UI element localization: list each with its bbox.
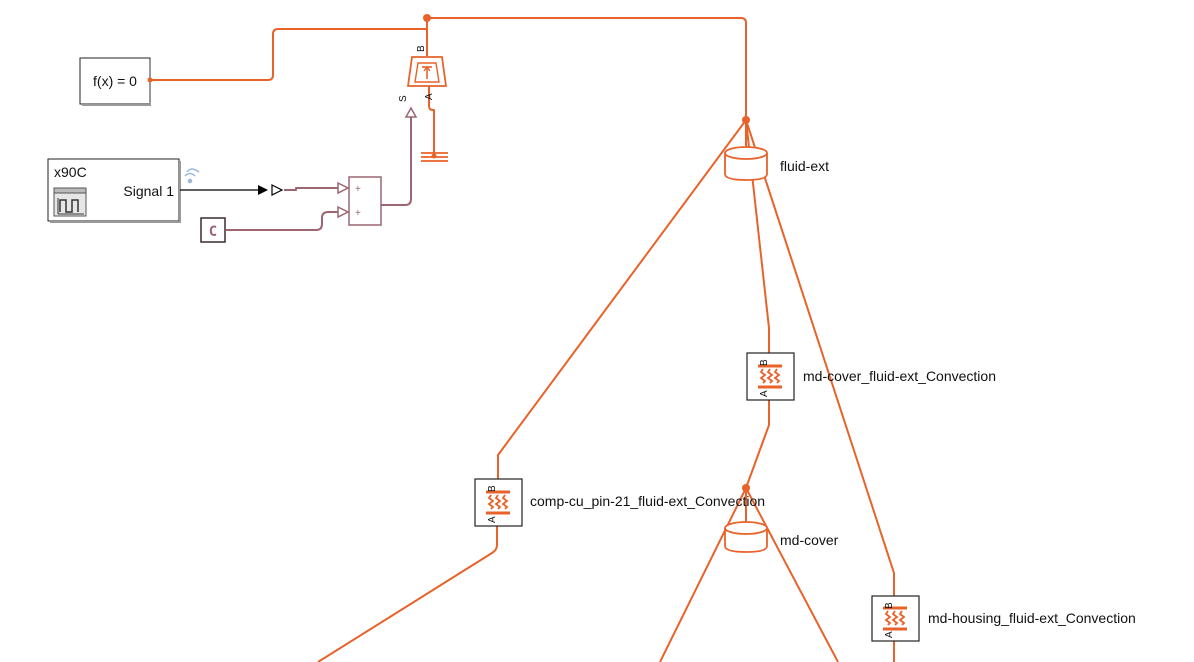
temperature-source-icon [422,65,432,79]
signal-line-builder-to-converter[interactable] [180,184,284,196]
ps-line-converter-to-sum[interactable] [284,187,338,191]
thermal-mass-fluid-ext[interactable]: fluid-ext [724,120,829,181]
conv-cover-label: md-cover_fluid-ext_Convection [803,368,996,384]
ps-add-block[interactable]: + + [348,176,382,226]
constant-label: C [209,224,217,240]
temp-source-inner [414,62,440,83]
ps-converter-port-icon [271,184,284,196]
conv-pin-label: comp-cu_pin-21_fluid-ext_Convection [530,493,765,509]
fluid-ext-label: fluid-ext [780,158,829,174]
wire-solver-to-bus[interactable] [150,28,427,81]
conv-cover-port-a: A [759,390,770,397]
ps-line-constant-to-sum[interactable] [226,211,338,231]
physical-signal-lines [226,117,412,231]
convection-icon [883,606,907,631]
sum-input2-arrow-icon [337,205,350,219]
thermal-connections [150,17,895,662]
conv-pin-port-a: A [487,516,498,523]
junction-dot-md-cover [742,484,750,492]
md-cover-label: md-cover [780,532,839,548]
convection-block-housing[interactable]: B A md-housing_fluid-ext_Convection [871,595,1136,642]
temp-source-port-s: S [398,95,409,102]
thermal-reference-ground-icon[interactable] [421,152,448,162]
fluid-ext-cylinder-top [724,146,768,160]
signal-builder-block[interactable]: x90C Signal 1 [47,158,200,223]
convection-icon [486,490,510,515]
constant-block[interactable]: C [200,217,226,243]
wire-top-bus[interactable] [427,17,747,120]
signal-waveform-icon [53,187,87,217]
wireless-signal-icon [184,168,200,184]
conv-housing-port-a: A [884,631,895,638]
wire-pin-conv-down[interactable] [317,523,498,662]
thermal-mass-md-cover[interactable]: md-cover [724,521,839,553]
controlled-temperature-source-block[interactable]: B S A [398,45,448,102]
signal-builder-title: x90C [54,164,87,180]
convection-icon [758,364,782,389]
fluid-ext-cylinder-body[interactable] [724,153,768,181]
junction-dot-top [423,14,431,22]
signal-arrowhead-icon [258,185,268,195]
solver-port[interactable] [147,77,153,83]
wire-cover-conv-to-mdcover[interactable] [745,397,770,489]
convection-block-md-cover[interactable]: B A md-cover_fluid-ext_Convection [746,352,996,401]
temp-source-port-a: A [424,93,435,100]
solver-configuration-block[interactable]: f(x) = 0 [79,57,153,106]
wire-fluid-to-housing-conv[interactable] [745,119,895,598]
solver-label: f(x) = 0 [93,73,137,89]
conv-housing-label: md-housing_fluid-ext_Convection [928,610,1136,626]
temp-source-port-b: B [416,45,427,52]
conv-pin-port-b: B [487,485,498,492]
wire-source-a-to-ground[interactable] [428,86,435,156]
source-s-input-arrow-icon [404,106,418,118]
md-cover-cylinder-top [724,521,768,535]
wire-mdcover-right[interactable] [745,487,839,662]
wire-mdcover-left[interactable] [659,487,747,662]
ps-add-box[interactable] [348,176,382,226]
conv-cover-port-b: B [759,359,770,366]
wire-fluid-to-pin-conv[interactable] [497,119,747,482]
signal-builder-signal-label: Signal 1 [123,183,174,199]
sum-sign-1: + [355,184,361,195]
wire-fluid-to-cover-conv[interactable] [745,119,770,356]
conv-housing-port-b: B [884,602,895,609]
sum-sign-2: + [355,208,361,219]
convection-block-pin[interactable]: B A comp-cu_pin-21_fluid-ext_Convection [474,478,765,527]
constant-box[interactable] [200,217,226,243]
ps-line-sum-to-source[interactable] [381,117,412,206]
sum-input1-arrow-icon [337,181,350,195]
